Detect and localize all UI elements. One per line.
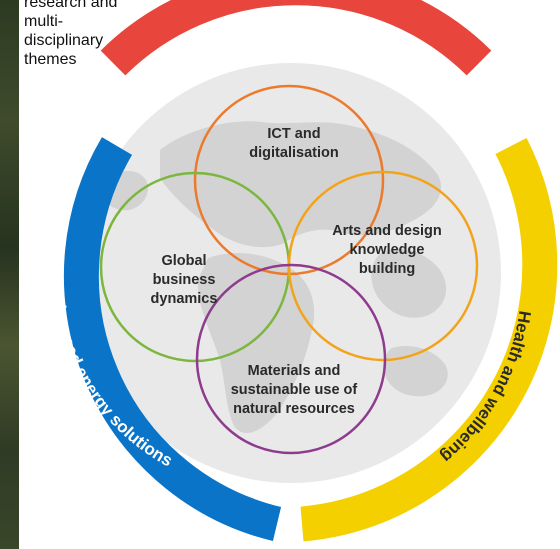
background-photo-strip: [0, 0, 19, 549]
label-arts-line-2: knowledge: [350, 242, 425, 258]
label-materials: Materials and sustainable use of natural…: [231, 363, 358, 417]
label-arts-line-1: Arts and design: [332, 223, 442, 239]
intro-caption: research and multi- disciplinary themes: [24, 0, 154, 69]
label-ict-line-2: digitalisation: [249, 145, 338, 161]
arc-health-wellbeing: [300, 138, 558, 542]
label-global-line-3: dynamics: [151, 291, 218, 307]
label-arts-line-3: building: [359, 261, 415, 277]
caption-line-2: disciplinary: [24, 32, 104, 49]
label-global-line-1: Global: [161, 253, 206, 269]
arc-advanced-energy: [63, 137, 282, 542]
label-ict-line-1: ICT and: [267, 126, 320, 142]
label-materials-line-2: sustainable use of: [231, 382, 358, 398]
arc-human-centered: [100, 0, 492, 76]
world-map-land: [101, 121, 448, 434]
circle-materials: [195, 263, 387, 455]
caption-line-1: research and multi-: [24, 0, 118, 30]
label-materials-line-3: natural resources: [233, 401, 355, 417]
label-global: Global business dynamics: [151, 253, 218, 307]
label-global-line-2: business: [153, 272, 216, 288]
label-materials-line-1: Materials and: [248, 363, 341, 379]
label-arts: Arts and design knowledge building: [332, 223, 442, 277]
label-ict: ICT and digitalisation: [249, 126, 338, 161]
caption-line-3: themes: [24, 51, 77, 68]
